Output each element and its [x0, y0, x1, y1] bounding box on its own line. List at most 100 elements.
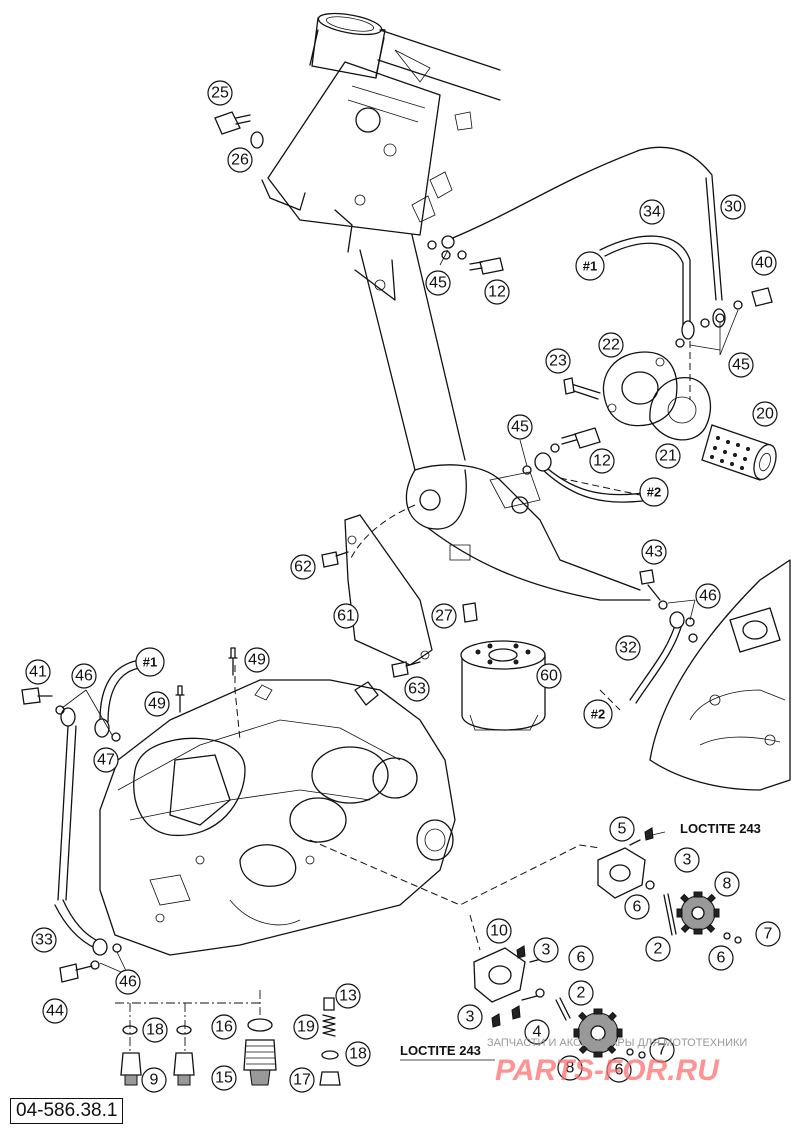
callout-30: 30: [720, 194, 746, 220]
ref-hash-2-right: #2: [583, 699, 613, 729]
callout-63: 63: [404, 676, 430, 702]
crankcase-drawing: [99, 679, 456, 956]
ref-hash-1-left: #1: [135, 647, 165, 677]
callout-18: 18: [142, 1017, 168, 1043]
callout-4: 4: [524, 1019, 550, 1045]
callout-10: 10: [486, 918, 512, 944]
svg-text:21: 21: [659, 448, 677, 465]
svg-text:7: 7: [764, 926, 773, 943]
callout-23: 23: [545, 348, 571, 374]
callout-2: 2: [568, 980, 594, 1006]
callout-62: 62: [290, 554, 316, 580]
callout-49: 49: [244, 647, 270, 673]
callout-9: 9: [141, 1067, 167, 1093]
fittings: [21, 111, 777, 1086]
svg-text:25: 25: [211, 85, 229, 102]
svg-text:45: 45: [511, 419, 529, 436]
callout-45: 45: [425, 270, 451, 296]
svg-text:#2: #2: [591, 707, 605, 722]
callout-43: 43: [641, 539, 667, 565]
svg-text:32: 32: [619, 640, 637, 657]
svg-text:45: 45: [429, 275, 447, 292]
svg-text:3: 3: [683, 852, 692, 869]
callouts: 25 26 45 12 34 30 #1 40 22 45 23 45 12 2…: [25, 80, 781, 1093]
svg-text:61: 61: [337, 608, 355, 625]
svg-text:49: 49: [248, 652, 266, 669]
callout-45: 45: [728, 352, 754, 378]
callout-6: 6: [606, 1057, 632, 1083]
engine-cover-drawing: [649, 559, 791, 791]
callout-60: 60: [536, 663, 562, 689]
loctite-note-top: LOCTITE 243: [680, 821, 761, 836]
svg-text:7: 7: [658, 1042, 667, 1059]
callout-12: 12: [589, 448, 615, 474]
svg-text:34: 34: [643, 204, 661, 221]
callout-40: 40: [751, 250, 777, 276]
svg-text:#1: #1: [143, 655, 157, 670]
svg-text:23: 23: [549, 353, 567, 370]
callout-15: 15: [211, 1065, 237, 1091]
callout-45: 45: [507, 414, 533, 440]
callout-6: 6: [708, 945, 734, 971]
svg-text:#1: #1: [583, 259, 597, 274]
callout-6: 6: [568, 945, 594, 971]
callout-47: 47: [93, 747, 119, 773]
callout-3: 3: [533, 937, 559, 963]
callout-33: 33: [31, 927, 57, 953]
svg-text:33: 33: [35, 932, 53, 949]
svg-text:17: 17: [293, 1072, 311, 1089]
svg-text:12: 12: [488, 284, 506, 301]
svg-text:46: 46: [119, 974, 137, 991]
svg-text:43: 43: [645, 544, 663, 561]
svg-text:15: 15: [215, 1070, 233, 1087]
svg-text:20: 20: [756, 406, 774, 423]
callout-13: 13: [335, 983, 361, 1009]
svg-text:3: 3: [542, 942, 551, 959]
oil-pumps: [473, 827, 742, 1059]
svg-text:63: 63: [408, 681, 426, 698]
callout-3: 3: [674, 847, 700, 873]
callout-8: 8: [557, 1055, 583, 1081]
svg-text:27: 27: [435, 608, 453, 625]
dashed-leaders: [115, 330, 691, 1080]
svg-text:26: 26: [231, 152, 249, 169]
svg-text:22: 22: [602, 337, 620, 354]
callout-6: 6: [624, 894, 650, 920]
svg-text:6: 6: [633, 899, 642, 916]
svg-text:46: 46: [75, 668, 93, 685]
svg-text:18: 18: [349, 1046, 367, 1063]
loctite-top-leader: [651, 831, 666, 836]
svg-text:16: 16: [215, 1019, 233, 1036]
svg-text:46: 46: [699, 588, 717, 605]
svg-text:#2: #2: [647, 485, 661, 500]
svg-text:47: 47: [97, 752, 115, 769]
callout-22: 22: [598, 332, 624, 358]
svg-text:45: 45: [732, 357, 750, 374]
svg-text:6: 6: [717, 950, 726, 967]
callout-21: 21: [655, 443, 681, 469]
callout-18: 18: [345, 1041, 371, 1067]
watermark-tagline: ЗАПЧАСТИ И АКСЕССУАРЫ ДЛЯ МОТОТЕХНИКИ: [487, 1037, 747, 1049]
svg-text:10: 10: [490, 923, 508, 940]
callout-3: 3: [457, 1004, 483, 1030]
svg-text:30: 30: [724, 199, 742, 216]
svg-text:19: 19: [297, 1019, 315, 1036]
svg-text:41: 41: [29, 664, 47, 681]
svg-text:12: 12: [593, 453, 611, 470]
svg-text:5: 5: [618, 821, 627, 838]
svg-text:49: 49: [148, 696, 166, 713]
callout-44: 44: [42, 998, 68, 1024]
svg-text:60: 60: [540, 668, 558, 685]
svg-text:4: 4: [533, 1024, 542, 1041]
watermark-logo: PARTS-FOR.RU: [495, 1054, 720, 1087]
callout-20: 20: [752, 401, 778, 427]
svg-text:13: 13: [339, 988, 357, 1005]
svg-text:18: 18: [146, 1022, 164, 1039]
svg-text:9: 9: [150, 1072, 159, 1089]
svg-text:6: 6: [577, 950, 586, 967]
svg-text:62: 62: [294, 559, 312, 576]
callout-41: 41: [25, 659, 51, 685]
callout-27: 27: [431, 603, 457, 629]
callout-34: 34: [639, 199, 665, 225]
